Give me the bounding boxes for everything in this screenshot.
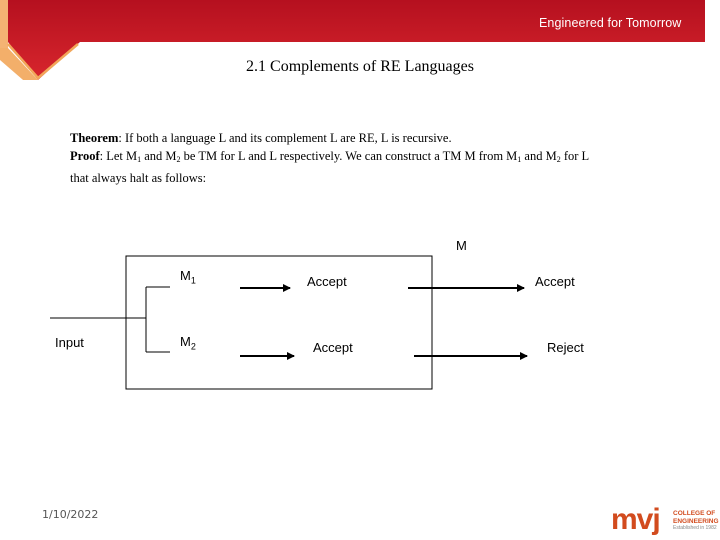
logo-line-1: COLLEGE OF xyxy=(673,510,716,517)
proof-text-4: and M xyxy=(521,149,557,163)
proof-label: Proof xyxy=(70,149,100,163)
proof-text-1: : Let M xyxy=(99,149,138,163)
m2-inner-output: Accept xyxy=(313,340,353,355)
proof-text-5: for L xyxy=(560,149,590,163)
proof-text-2: and M xyxy=(141,149,177,163)
proof-line: Proof: Let M1 and M2 be TM for L and L r… xyxy=(70,147,670,169)
m2-letter: M xyxy=(180,334,191,349)
logo-line-2: ENGINEERING xyxy=(673,517,719,525)
slide-title: 2.1 Complements of RE Languages xyxy=(246,58,474,75)
m1-outer-output: Accept xyxy=(535,274,575,289)
m1-letter: M xyxy=(180,268,191,283)
m1-label: M1 xyxy=(180,268,196,286)
logo-line-3: Established in 1982 xyxy=(673,525,717,531)
college-logo: mvj COLLEGE OF ENGINEERING Established i… xyxy=(611,505,720,539)
m1-sub: 1 xyxy=(190,275,196,286)
machine-label: M xyxy=(456,238,467,253)
body-text: Theorem: If both a language L and its co… xyxy=(70,129,670,187)
m2-outer-output: Reject xyxy=(547,340,584,355)
theorem-line: Theorem: If both a language L and its co… xyxy=(70,129,670,147)
header-band xyxy=(0,0,720,80)
input-label: Input xyxy=(55,335,84,350)
proof-text-3: be TM for L and L respectively. We can c… xyxy=(180,149,518,163)
proof-sub-4: 2 xyxy=(556,155,561,164)
theorem-text: : If both a language L and its complemen… xyxy=(118,131,452,145)
machine-box xyxy=(125,255,433,390)
m2-label: M2 xyxy=(180,334,196,352)
theorem-label: Theorem xyxy=(70,131,119,145)
m2-sub: 2 xyxy=(190,341,196,352)
logo-college-name: COLLEGE OF ENGINEERING Established in 19… xyxy=(673,510,719,533)
header-band-shape xyxy=(0,0,705,80)
m1-inner-output: Accept xyxy=(307,274,347,289)
proof-sub-1: 1 xyxy=(137,155,142,164)
tagline: Engineered for Tomorrow xyxy=(539,16,682,30)
slide-date: 1/10/2022 xyxy=(42,508,99,521)
logo-wordmark: mvj xyxy=(611,503,661,536)
proof-line-2: that always halt as follows: xyxy=(70,171,207,185)
proof-sub-3: 1 xyxy=(517,155,522,164)
proof-sub-2: 2 xyxy=(176,155,181,164)
